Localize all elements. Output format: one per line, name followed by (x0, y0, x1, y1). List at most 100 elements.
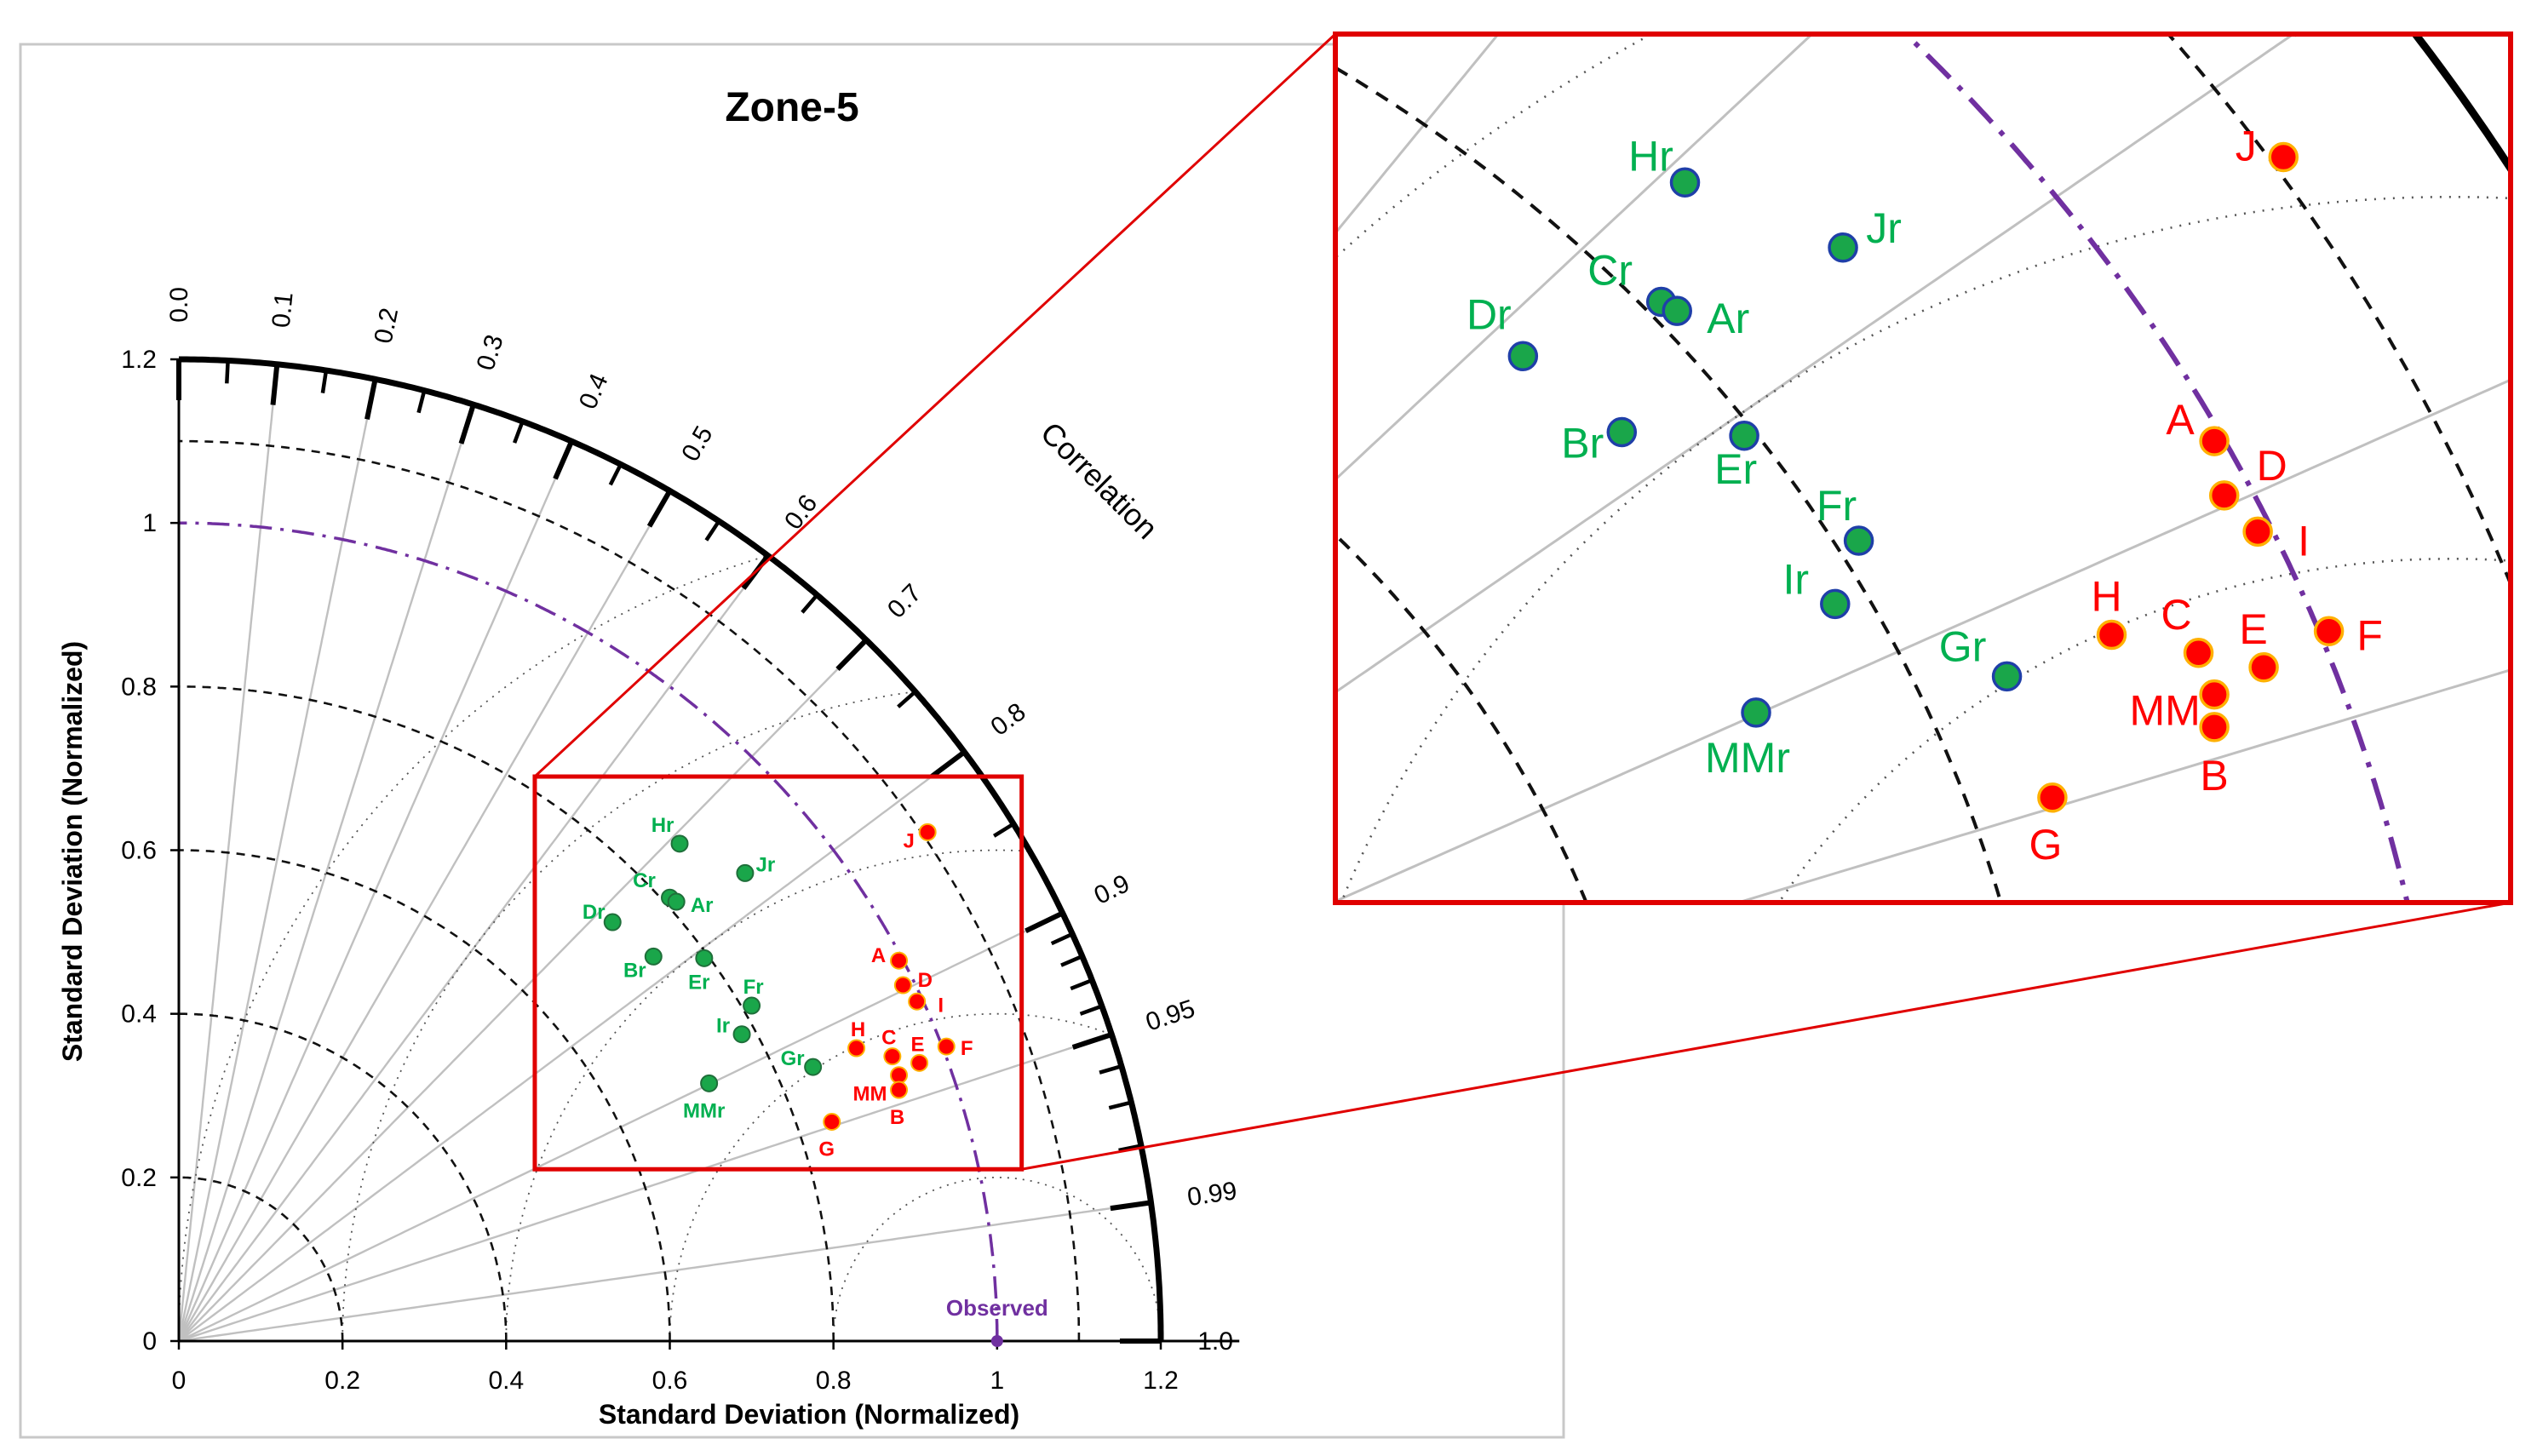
zoom-data-label-C: C (2161, 591, 2191, 639)
zoom-data-label-I: I (2298, 517, 2310, 565)
data-label-Fr: Fr (743, 976, 764, 999)
x-tick-label: 0.4 (488, 1367, 524, 1395)
zoom-data-label-MM: MM (2129, 687, 2200, 735)
zoom-correlation-ray (1335, 34, 1501, 236)
correlation-major-tick (1110, 1200, 1151, 1212)
zoom-correlation-ray (1335, 34, 2296, 694)
zoom-data-label-H: H (2091, 573, 2121, 621)
data-label-MMr: MMr (683, 1099, 725, 1122)
correlation-major-tick (1071, 1032, 1113, 1050)
x-tick-label: 1 (990, 1367, 1004, 1395)
zoom-observed-std-arc (1902, 34, 2410, 903)
data-label-B: B (890, 1106, 904, 1129)
plot-frame (19, 43, 1565, 1439)
data-point-H (847, 1039, 866, 1058)
zoom-data-label-MMr: MMr (1705, 734, 1790, 782)
zoom-data-label-Dr: Dr (1467, 290, 1512, 338)
data-point-Hr (670, 834, 689, 853)
correlation-major-tick (835, 638, 869, 672)
y-tick-label: 0.4 (121, 1000, 157, 1029)
data-point-B (890, 1081, 909, 1099)
std-arc (179, 685, 835, 1341)
zoom-panel-frame (1333, 32, 2513, 905)
correlation-minor-tick (1108, 1100, 1132, 1110)
correlation-minor-tick (704, 519, 721, 542)
x-tick-label: 1.2 (1143, 1367, 1179, 1395)
x-tick-label: 0.8 (816, 1367, 852, 1395)
zoom-correlation-tick (2521, 336, 2537, 375)
data-label-G: G (818, 1138, 835, 1161)
data-label-MM: MM (853, 1083, 887, 1106)
zoom-data-point-A (2199, 426, 2230, 456)
zoom-data-point-MM (2199, 679, 2230, 710)
zoom-data-label-A: A (2166, 396, 2195, 444)
data-point-Fr (743, 996, 761, 1015)
zoom-data-point-Fr (1843, 525, 1874, 556)
correlation-minor-tick (1079, 1004, 1103, 1016)
zoom-connectors (533, 32, 2511, 1171)
data-label-I: I (938, 994, 944, 1017)
zoom-correlation-tick (2293, 34, 2299, 37)
correlation-ray (178, 554, 769, 1342)
data-label-Gr: Gr (781, 1047, 805, 1070)
data-label-Dr: Dr (583, 901, 606, 924)
zoom-data-label-F: F (2356, 611, 2383, 659)
correlation-major-tick (458, 404, 476, 444)
data-point-J (918, 823, 937, 841)
zoom-data-point-Dr (1507, 341, 1539, 371)
x-axis-label: Standard Deviation (Normalized) (599, 1399, 1019, 1430)
zoom-data-point-B (2199, 712, 2230, 742)
data-point-A (890, 951, 909, 970)
observed-label: Observed (946, 1295, 1048, 1321)
data-point-Er (695, 949, 714, 967)
correlation-minor-tick (608, 463, 623, 486)
zoom-data-label-J: J (2236, 123, 2257, 170)
correlation-minor-tick (513, 421, 525, 444)
zoom-data-point-H (2096, 619, 2127, 651)
x-tick-label: 0 (172, 1367, 187, 1395)
data-label-Br: Br (623, 959, 646, 982)
correlation-tick-label: 0.1 (267, 291, 299, 330)
data-label-C: C (881, 1027, 896, 1050)
x-tick-label: 0.2 (324, 1367, 360, 1395)
zoom-data-label-Br: Br (1561, 420, 1604, 467)
data-point-C (883, 1047, 902, 1066)
zoom-data-label-Ir: Ir (1783, 555, 1810, 603)
zoom-correlation-arc (2410, 34, 2511, 176)
observed-std-arc (179, 521, 999, 1341)
zoom-data-point-E (2248, 652, 2279, 683)
zoom-data-label-Ar: Ar (1707, 295, 1749, 342)
y-axis-label: Standard Deviation (Normalized) (57, 641, 88, 1062)
data-label-Ir: Ir (716, 1015, 730, 1038)
zoom-data-label-G: G (2029, 821, 2062, 868)
correlation-minor-tick (1070, 978, 1093, 991)
zoom-data-point-C (2183, 638, 2214, 668)
zoom-data-point-Ir (1820, 588, 1851, 620)
zoom-panel-background (1335, 34, 2511, 903)
rms-arc (505, 849, 1029, 1341)
correlation-minor-tick (1050, 931, 1074, 946)
data-point-F (937, 1037, 956, 1056)
data-label-Er: Er (688, 971, 709, 994)
correlation-major-tick (930, 749, 967, 779)
data-label-Cr: Cr (633, 869, 656, 892)
correlation-minor-tick (992, 822, 1015, 838)
y-tick-label: 0.6 (121, 837, 157, 865)
rms-arc (178, 555, 766, 1341)
data-label-A: A (871, 944, 886, 967)
zoom-data-point-F (2313, 616, 2345, 646)
data-point-MMr (700, 1074, 719, 1092)
correlation-minor-tick (1099, 1064, 1122, 1075)
zoom-region-box (532, 774, 1025, 1172)
correlation-minor-tick (320, 370, 329, 393)
correlation-minor-tick (897, 690, 917, 708)
zoom-data-point-J (2268, 141, 2299, 173)
chart-title: Zone-5 (725, 85, 858, 130)
std-arc (179, 849, 671, 1341)
correlation-tick-label: 0.99 (1185, 1177, 1238, 1212)
correlation-axis-arc (179, 356, 1164, 1341)
